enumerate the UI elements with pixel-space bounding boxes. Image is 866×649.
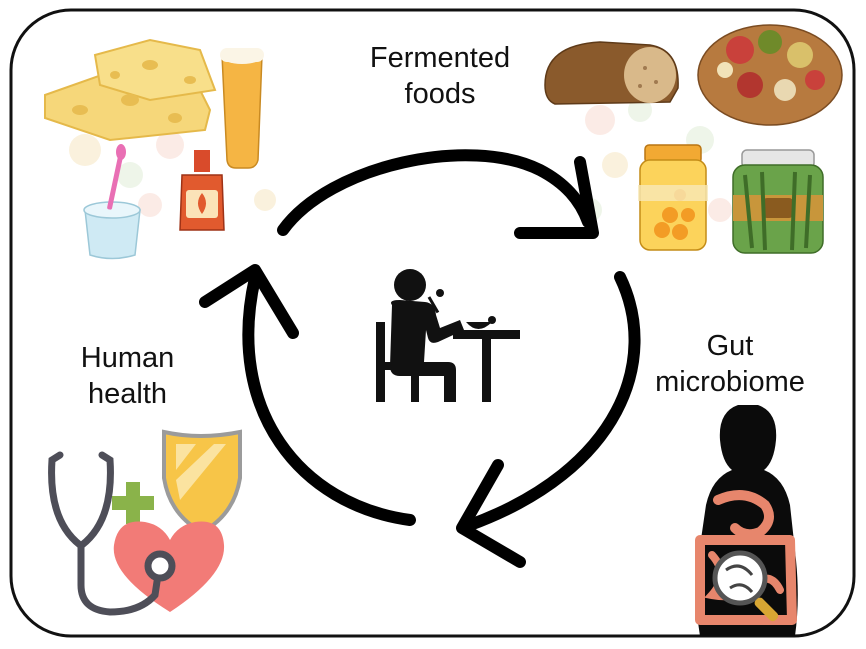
arrow-left (242, 272, 416, 526)
label-health-line2: health (87, 378, 167, 410)
cycle-arrows (199, 149, 641, 568)
arrow-top (277, 149, 594, 236)
label-human-health: Human health (40, 340, 215, 412)
stethoscope-icon (48, 451, 176, 616)
beer-glass-icon (220, 48, 264, 169)
cheese-icon (44, 38, 217, 142)
medical-cross-icon (112, 482, 154, 524)
label-health-line1: Human (80, 342, 175, 374)
arrow-right (464, 271, 641, 531)
label-fermented-line1: Fermented (369, 42, 511, 74)
person-eating-at-table-icon (376, 269, 520, 402)
bread-loaf-icon (544, 41, 679, 105)
arrow-left-head (199, 264, 299, 339)
pickled-fruit-jar-icon (638, 144, 708, 251)
magnifier-bacteria-icon (712, 550, 779, 622)
label-gut-microbiome: Gut microbiome (615, 328, 845, 400)
hot-sauce-bottle-icon (179, 150, 225, 231)
label-gut-line1: Gut (706, 330, 754, 362)
outer-frame (9, 8, 856, 638)
label-fermented-foods: Fermented foods (330, 40, 550, 112)
label-gut-line2: microbiome (655, 366, 805, 398)
pickles-jar-icon (732, 149, 824, 254)
charcuterie-board-icon (697, 24, 843, 126)
arrow-right-head (456, 459, 526, 568)
yogurt-cup-icon (83, 144, 141, 260)
arrow-top-head (514, 156, 599, 239)
label-fermented-line2: foods (404, 78, 476, 110)
shield-icon (162, 429, 242, 535)
